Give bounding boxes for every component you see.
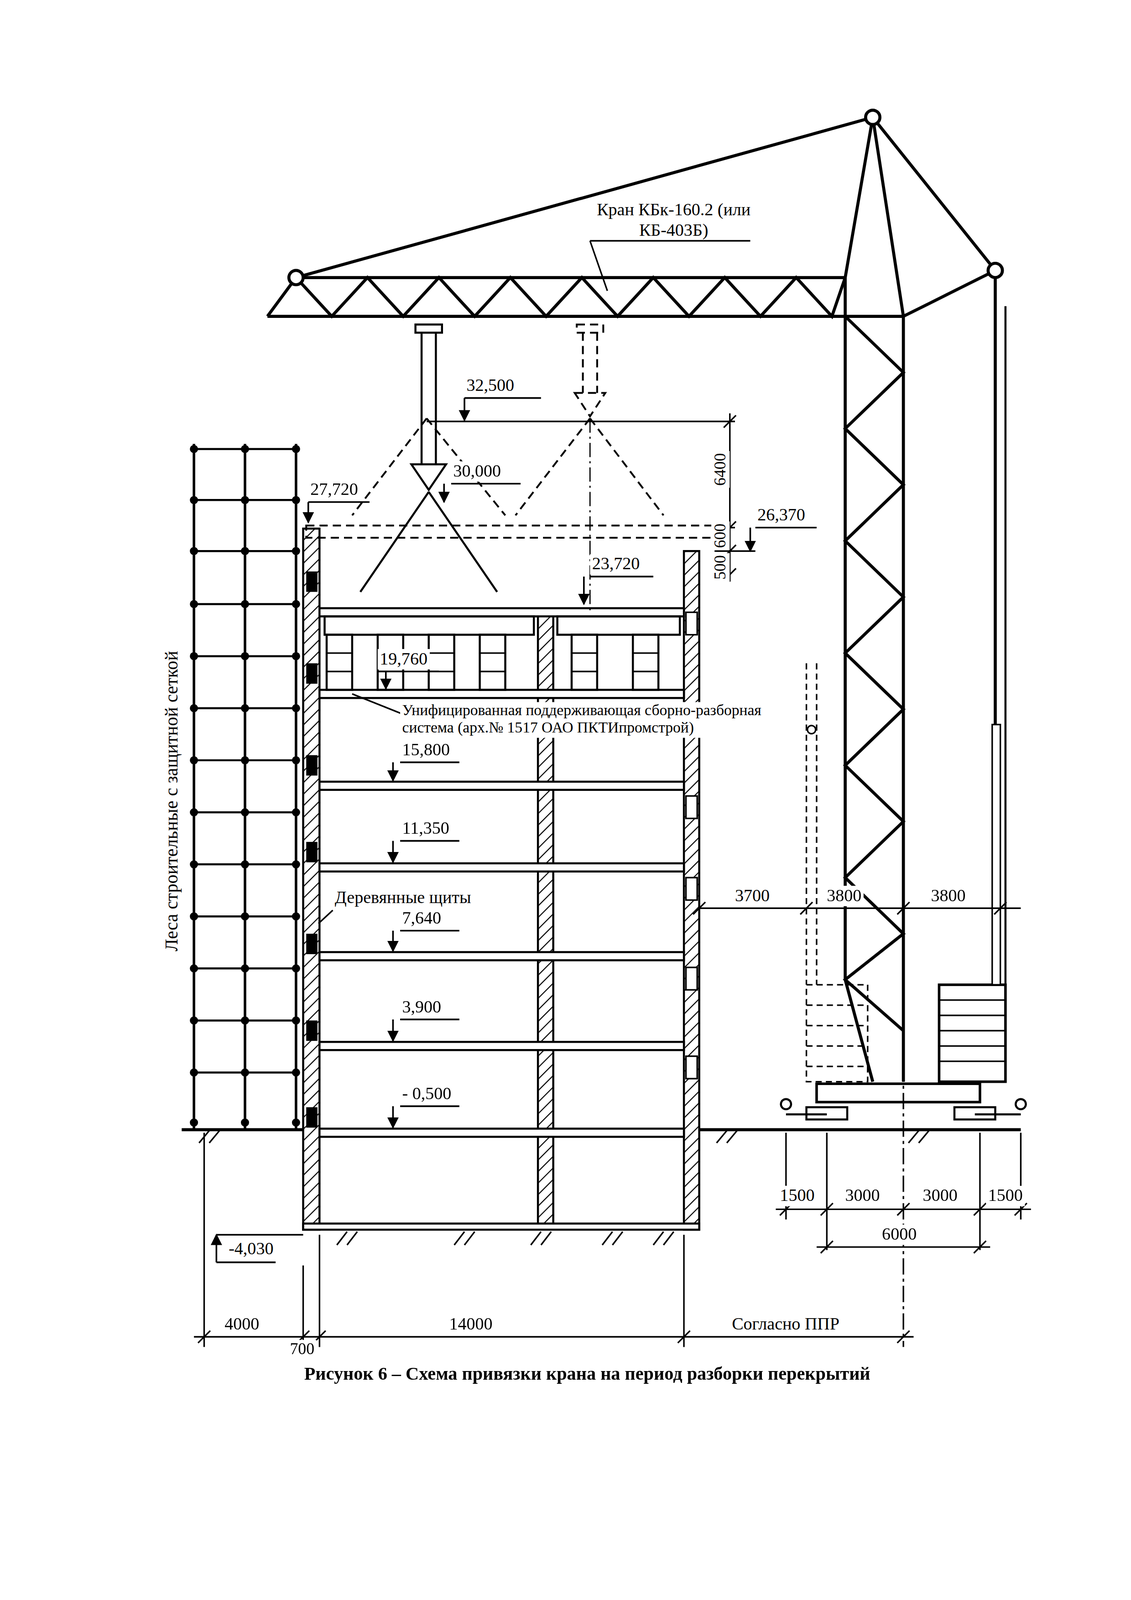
- dimension-value: 600: [711, 521, 730, 551]
- elevation-mark: -4,030: [226, 1239, 276, 1260]
- elevation-mark: 15,800: [400, 740, 453, 761]
- dimension-value: 3000: [843, 1186, 882, 1207]
- dimension-value: 1500: [777, 1186, 817, 1207]
- scaffold-label: Леса строительные с защитной сеткой: [161, 648, 183, 954]
- crane-callout: Кран КБк-160.2 (или КБ-403Б): [589, 200, 758, 240]
- elevation-mark: - 0,500: [400, 1084, 454, 1105]
- dimension-value: 14000: [447, 1314, 495, 1335]
- dimension-value: 3000: [920, 1186, 960, 1207]
- elevation-mark: 7,640: [400, 908, 444, 929]
- figure-caption: Рисунок 6 – Схема привязки крана на пери…: [304, 1363, 871, 1386]
- dimension-value: 500: [711, 553, 730, 583]
- dimension-value: 700: [287, 1340, 317, 1360]
- elevation-mark: 27,720: [308, 479, 361, 501]
- dimension-value: 1500: [985, 1186, 1025, 1207]
- dimension-value: Согласно ППР: [729, 1314, 842, 1335]
- shields-callout: Деревянные щиты: [332, 888, 474, 909]
- dimension-value: 3800: [928, 886, 968, 907]
- elevation-mark: 26,370: [755, 505, 808, 526]
- elevation-mark: 32,500: [464, 375, 517, 396]
- elevation-mark: 30,000: [451, 461, 504, 482]
- elevation-mark: 23,720: [589, 554, 642, 575]
- dimension-value: 3800: [824, 886, 864, 907]
- support-system-callout: Унифицированная поддерживающая сборно-ра…: [400, 702, 793, 738]
- elevation-mark: 3,900: [400, 997, 444, 1018]
- elevation-mark: 19,760: [377, 649, 430, 670]
- dimension-value: 6000: [880, 1224, 919, 1246]
- dimension-value: 6400: [711, 451, 730, 489]
- dimension-value: 3700: [732, 886, 772, 907]
- dimension-value: 4000: [222, 1314, 262, 1335]
- elevation-mark: 11,350: [400, 818, 452, 839]
